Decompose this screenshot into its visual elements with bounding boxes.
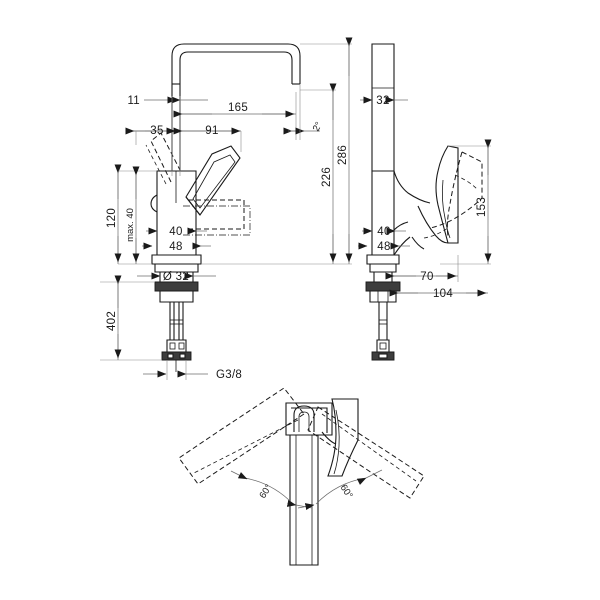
dimension-402: 402: [100, 275, 162, 361]
side-lever-ghost: [423, 151, 483, 239]
side-base-flange: [366, 254, 400, 273]
dimension-side-40: 40: [362, 226, 406, 238]
dim-label-side-48: 48: [377, 241, 390, 253]
plan-handle-ghost-right: [307, 406, 425, 499]
dim-label-48: 48: [169, 241, 182, 253]
front-elevation-view: 11 165 35 91: [100, 37, 353, 381]
plan-cap: [285, 402, 333, 436]
dim-label-402: 402: [106, 311, 118, 331]
dim-label-35: 35: [150, 125, 163, 137]
dim-label-60-right: 60°: [338, 483, 355, 501]
dimension-g38: G3/8: [143, 360, 242, 381]
dimension-dia32: Ø 32: [137, 271, 216, 283]
dim-label-104: 104: [433, 288, 453, 300]
dimension-2deg: 2°: [283, 84, 325, 140]
dim-label-11: 11: [127, 95, 140, 107]
dim-label-max40: max. 40: [125, 208, 136, 242]
dimension-153: 153: [440, 139, 492, 265]
dimension-40: 40: [146, 226, 207, 238]
dimension-11: 11: [127, 95, 208, 176]
dimension-226: 226: [300, 83, 337, 264]
dimension-104: 104: [389, 288, 488, 300]
dim-label-70: 70: [420, 271, 433, 283]
dim-label-153: 153: [476, 197, 488, 217]
dimension-32: 32: [360, 95, 408, 107]
base-flange: [151, 254, 202, 273]
dimension-max40: max. 40: [125, 166, 140, 264]
dim-label-side-40: 40: [377, 226, 390, 238]
side-elevation-view: 32 153 40 48 70: [358, 43, 492, 361]
dim-label-2deg: 2°: [311, 120, 325, 133]
side-mounting-shank: [365, 271, 401, 361]
dimension-35: 35: [125, 125, 176, 145]
dim-label-226: 226: [321, 167, 333, 187]
dim-label-165: 165: [228, 102, 248, 114]
plan-spout: [289, 419, 319, 566]
dim-label-120: 120: [106, 208, 118, 228]
dimension-286: 286: [201, 37, 353, 265]
dimension-91: 91: [173, 125, 242, 152]
dim-label-286: 286: [337, 145, 349, 165]
dim-label-40: 40: [169, 226, 182, 238]
dim-label-dia32: Ø 32: [163, 271, 189, 283]
lever-back-ghost: [145, 132, 181, 185]
plan-swivel-view: 60° 60°: [178, 387, 425, 566]
spout-outline: [171, 43, 301, 172]
dimension-70: 70: [385, 255, 459, 283]
dim-label-g38: G3/8: [216, 369, 242, 381]
dimension-165: 165: [173, 92, 297, 140]
side-spout-column: [371, 43, 395, 172]
dim-label-91: 91: [205, 125, 218, 137]
dim-label-60-left: 60°: [257, 482, 274, 500]
plan-handle: [321, 398, 359, 477]
lever-down-ghost: [183, 199, 251, 236]
dimension-48: 48: [142, 241, 211, 253]
mounting-shank: [154, 271, 199, 372]
dim-label-32: 32: [376, 95, 389, 107]
plan-handle-ghost-left: [178, 387, 305, 485]
dimension-side-48: 48: [358, 241, 410, 253]
side-lever-handle: [411, 145, 459, 250]
